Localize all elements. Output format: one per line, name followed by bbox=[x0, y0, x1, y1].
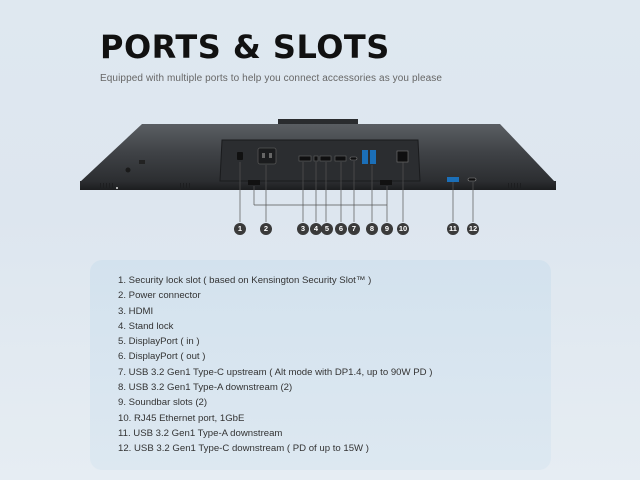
ports-list: 1. Security lock slot ( based on Kensing… bbox=[118, 273, 432, 457]
rj45-port bbox=[396, 150, 409, 163]
port-item-9: 9. Soundbar slots (2) bbox=[118, 397, 208, 409]
usb-a-downstream-pair bbox=[362, 150, 368, 164]
usb-c-side bbox=[467, 177, 477, 182]
monitor-rear-illustration bbox=[80, 119, 556, 222]
port-item-6: 6. DisplayPort ( out ) bbox=[118, 351, 206, 363]
logo-mark bbox=[139, 160, 145, 164]
port-item-8: 8. USB 3.2 Gen1 Type-A downstream (2) bbox=[118, 382, 293, 394]
port-item-3: 3. HDMI bbox=[118, 305, 154, 317]
led-indicator bbox=[116, 187, 118, 189]
hdmi-port bbox=[298, 155, 312, 162]
port-item-5: 5. DisplayPort ( in ) bbox=[118, 336, 200, 348]
port-item-10: 10. RJ45 Ethernet port, 1GbE bbox=[118, 412, 245, 424]
port-item-1: 1. Security lock slot ( based on Kensing… bbox=[118, 275, 372, 286]
power-connector bbox=[257, 147, 277, 165]
vent-left bbox=[100, 183, 190, 188]
stand-lock bbox=[313, 155, 319, 162]
callout-lines bbox=[239, 161, 474, 222]
usb-c-upstream bbox=[349, 156, 358, 161]
soundbar-slot-right bbox=[380, 180, 392, 185]
soundbar-slot-left bbox=[248, 180, 260, 185]
displayport-out bbox=[334, 155, 347, 162]
ports-list-panel bbox=[90, 260, 551, 470]
joystick bbox=[125, 167, 131, 173]
security-lock-slot bbox=[237, 152, 243, 160]
port-item-2: 2. Power connector bbox=[118, 290, 201, 302]
page-title: PORTS & SLOTS bbox=[100, 28, 390, 66]
port-item-4: 4. Stand lock bbox=[118, 320, 174, 332]
port-item-7: 7. USB 3.2 Gen1 Type-C upstream ( Alt mo… bbox=[118, 366, 433, 378]
page-subtitle: Equipped with multiple ports to help you… bbox=[100, 73, 443, 84]
usb-a-side bbox=[447, 177, 459, 182]
vent-right bbox=[508, 183, 521, 188]
displayport-in bbox=[319, 155, 332, 162]
monitor-bottom-edge bbox=[80, 181, 556, 190]
port-item-11: 11. USB 3.2 Gen1 Type-A downstream bbox=[118, 427, 283, 439]
port-item-12: 12. USB 3.2 Gen1 Type-C downstream ( PD … bbox=[118, 443, 369, 455]
